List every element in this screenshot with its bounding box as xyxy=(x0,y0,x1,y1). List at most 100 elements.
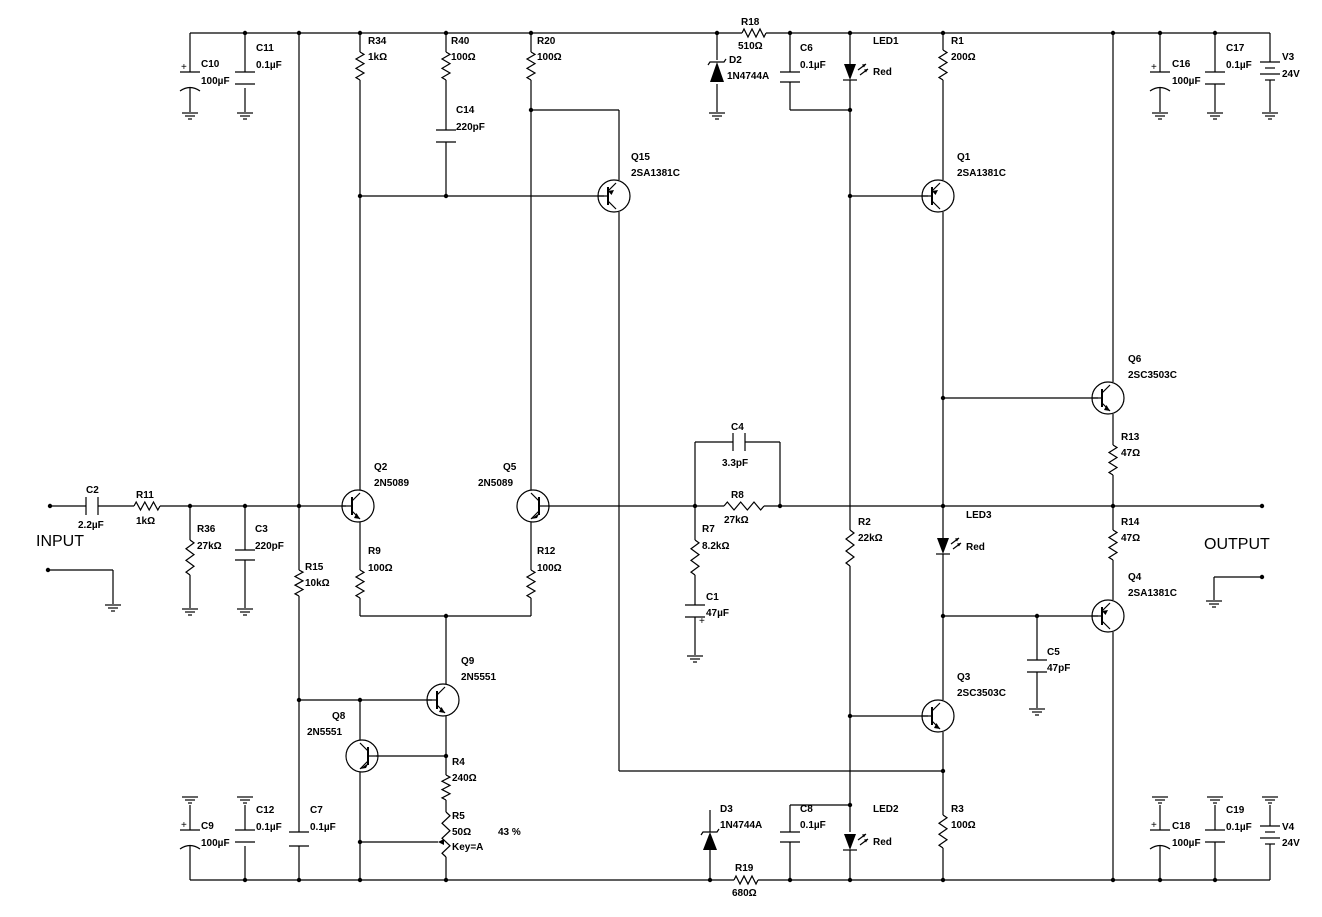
capacitor-c16-plus: + xyxy=(1151,62,1157,73)
r34-value: 1kΩ xyxy=(368,52,387,63)
led-led3-ray1-head xyxy=(955,538,959,542)
transistor-q1-top-lead xyxy=(931,182,941,192)
v4-label: V4 xyxy=(1282,822,1295,833)
transistor-q2-arrow xyxy=(354,513,360,519)
q15-label: Q15 xyxy=(631,152,650,163)
c8-value: 0.1µF xyxy=(800,820,826,831)
c19-label: C19 xyxy=(1226,805,1245,816)
transistor-q2-top-lead xyxy=(351,492,361,502)
r9-label: R9 xyxy=(368,546,381,557)
c17-label: C17 xyxy=(1226,43,1245,54)
r3-label: R3 xyxy=(951,804,964,815)
q9-label: Q9 xyxy=(461,656,475,667)
q3-value: 2SC3503C xyxy=(957,688,1006,699)
transistor-q8-top-lead xyxy=(359,742,369,752)
c2-value: 2.2µF xyxy=(78,520,104,531)
r4-value: 240Ω xyxy=(452,773,477,784)
transistor-q4-arrow xyxy=(1102,610,1108,615)
c19-value: 0.1µF xyxy=(1226,822,1252,833)
r1-label: R1 xyxy=(951,36,964,47)
r15-label: R15 xyxy=(305,562,324,573)
input-port-label: INPUT xyxy=(36,533,84,550)
transistor-q9-top-lead xyxy=(436,686,446,696)
c10-label: C10 xyxy=(201,59,220,70)
c8-label: C8 xyxy=(800,804,813,815)
led2-value: Red xyxy=(873,837,892,848)
c6-label: C6 xyxy=(800,43,813,54)
capacitor-c10-plus: + xyxy=(181,62,187,73)
q1-value: 2SA1381C xyxy=(957,168,1006,179)
wires xyxy=(48,32,1271,881)
capacitor-c9-plate-b xyxy=(179,844,201,850)
r4-label: R4 xyxy=(452,757,465,768)
resistor-r4 xyxy=(440,774,452,801)
resistor-r14 xyxy=(1107,529,1119,561)
resistor-r9 xyxy=(354,569,366,599)
led-led2-body xyxy=(844,834,856,850)
r5-wiper-arrow xyxy=(438,839,444,845)
capacitor-c10-plate-b xyxy=(179,86,201,92)
resistor-r13 xyxy=(1107,444,1119,476)
resistor-r19 xyxy=(733,874,759,886)
d2-label: D2 xyxy=(729,55,742,66)
d3-value: 1N4744A xyxy=(720,820,762,831)
r11-label: R11 xyxy=(136,490,154,501)
q4-value: 2SA1381C xyxy=(1128,588,1177,599)
led1-value: Red xyxy=(873,67,892,78)
resistor-r15 xyxy=(293,569,305,597)
r19-label: R19 xyxy=(735,863,754,874)
c6-value: 0.1µF xyxy=(800,60,826,71)
component-symbols: +++++ xyxy=(85,27,1280,886)
transistor-q15-top-lead xyxy=(607,182,617,192)
c9-label: C9 xyxy=(201,821,214,832)
transistor-q8-bottom-lead xyxy=(359,760,369,770)
r13-value: 47Ω xyxy=(1121,448,1140,459)
led-led1-body xyxy=(844,64,856,80)
transistor-q4-top-lead xyxy=(1101,602,1111,612)
q5-label: Q5 xyxy=(503,462,517,473)
r5-setting: 43 % xyxy=(498,827,521,838)
resistor-r7 xyxy=(689,539,701,576)
q2-value: 2N5089 xyxy=(374,478,409,489)
led-led2-ray1-head xyxy=(862,834,866,838)
r1-value: 200Ω xyxy=(951,52,976,63)
q9-value: 2N5551 xyxy=(461,672,496,683)
resistor-r1 xyxy=(937,49,949,81)
r20-label: R20 xyxy=(537,36,556,47)
transistor-q5-top-lead xyxy=(530,492,540,502)
c11-value: 0.1µF xyxy=(256,60,282,71)
c1-label: C1 xyxy=(706,592,719,603)
resistor-r20 xyxy=(525,51,537,81)
v3-value: 24V xyxy=(1282,69,1300,80)
r40-label: R40 xyxy=(451,36,470,47)
resistor-r40 xyxy=(440,51,452,81)
transistor-q6-top-lead xyxy=(1101,384,1111,394)
r5-value: 50Ω xyxy=(452,827,471,838)
resistor-r36 xyxy=(184,539,196,576)
c17-value: 0.1µF xyxy=(1226,60,1252,71)
transistor-q8-arrow xyxy=(360,763,369,769)
q8-label: Q8 xyxy=(332,711,346,722)
zener-d3-bar xyxy=(700,828,720,836)
c7-label: C7 xyxy=(310,805,323,816)
transistor-q1-bottom-lead xyxy=(931,200,941,210)
transistor-q5-bottom-lead xyxy=(530,510,540,520)
transistor-q15-arrow xyxy=(608,190,614,195)
r13-label: R13 xyxy=(1121,432,1140,443)
q1-label: Q1 xyxy=(957,152,971,163)
resistor-r12 xyxy=(525,569,537,599)
c10-value: 100µF xyxy=(201,76,230,87)
resistor-r18 xyxy=(741,27,767,39)
c18-label: C18 xyxy=(1172,821,1191,832)
r19-value: 680Ω xyxy=(732,888,757,899)
c2-label: C2 xyxy=(86,485,99,496)
capacitor-c18-plate-b xyxy=(1149,844,1171,850)
c7-value: 0.1µF xyxy=(310,822,336,833)
led-led3-body xyxy=(937,538,949,554)
resistor-r8 xyxy=(723,501,765,511)
c16-label: C16 xyxy=(1172,59,1191,70)
transistor-q1-arrow xyxy=(932,190,938,195)
r9-value: 100Ω xyxy=(368,563,393,574)
c12-value: 0.1µF xyxy=(256,822,282,833)
